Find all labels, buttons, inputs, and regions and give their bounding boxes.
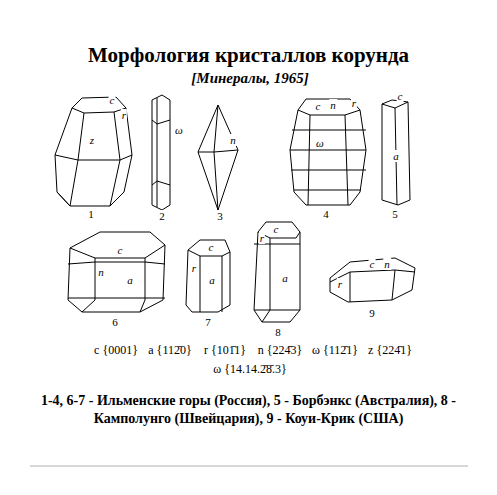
crystal-number: 2 — [158, 210, 166, 222]
face-label: r — [337, 278, 343, 290]
face-label: n — [383, 258, 391, 270]
title: Морфология кристаллов корунда — [0, 43, 497, 68]
crystal-number: 6 — [111, 316, 119, 328]
face-label: a — [126, 274, 134, 286]
crystal-number: 7 — [204, 316, 212, 328]
face-label: ω — [174, 124, 184, 136]
crystal-number: 8 — [274, 326, 282, 338]
face-label: c — [117, 244, 124, 256]
face-label: n — [97, 266, 105, 278]
caption: 1-4, 6-7 - Ильменские горы (Россия), 5 -… — [30, 392, 467, 428]
face-label: c — [109, 94, 116, 106]
face-label: r — [191, 262, 197, 274]
face-label: a — [208, 274, 216, 286]
face-formula: ω {14.14.2̄8̄.3} — [212, 362, 287, 377]
crystal-number: 5 — [391, 208, 399, 220]
crystal-5 — [382, 100, 410, 205]
face-label: a — [281, 272, 289, 284]
face-formula: r {101̄1} — [203, 343, 247, 358]
source-note: [Минералы, 1965] — [190, 70, 309, 87]
crystal-6 — [68, 232, 165, 312]
crystal-9 — [330, 258, 415, 302]
crystal-number: 1 — [87, 208, 95, 220]
face-label: n — [329, 99, 337, 111]
crystal-1 — [55, 97, 132, 206]
face-label: c — [315, 100, 322, 112]
face-formula: n {224̄3} — [257, 343, 304, 358]
face-formula: z {224̄1} — [367, 343, 413, 358]
face-label: a — [392, 150, 400, 162]
face-label: ω — [315, 137, 325, 149]
face-label: r — [351, 97, 357, 109]
crystal-number: 4 — [322, 208, 330, 220]
crystal-3 — [198, 105, 238, 210]
face-label: c — [273, 223, 280, 235]
face-label: r — [259, 232, 265, 244]
face-label: c — [208, 241, 215, 253]
face-formula: c {0001} — [93, 343, 139, 358]
crystal-8 — [254, 222, 300, 322]
face-label: c — [397, 90, 404, 102]
face-label: n — [229, 134, 237, 146]
crystal-4 — [290, 99, 366, 205]
face-label: c — [369, 258, 376, 270]
separator-line — [30, 466, 468, 467]
face-formula: a {112̄0} — [147, 343, 192, 358]
crystal-2 — [152, 95, 170, 210]
crystal-number: 3 — [216, 210, 224, 222]
face-formula: ω {112̄1} — [311, 343, 359, 358]
face-label: z — [89, 134, 95, 146]
face-label: r — [121, 109, 127, 121]
crystal-7 — [186, 240, 230, 312]
crystal-number: 9 — [368, 307, 376, 319]
